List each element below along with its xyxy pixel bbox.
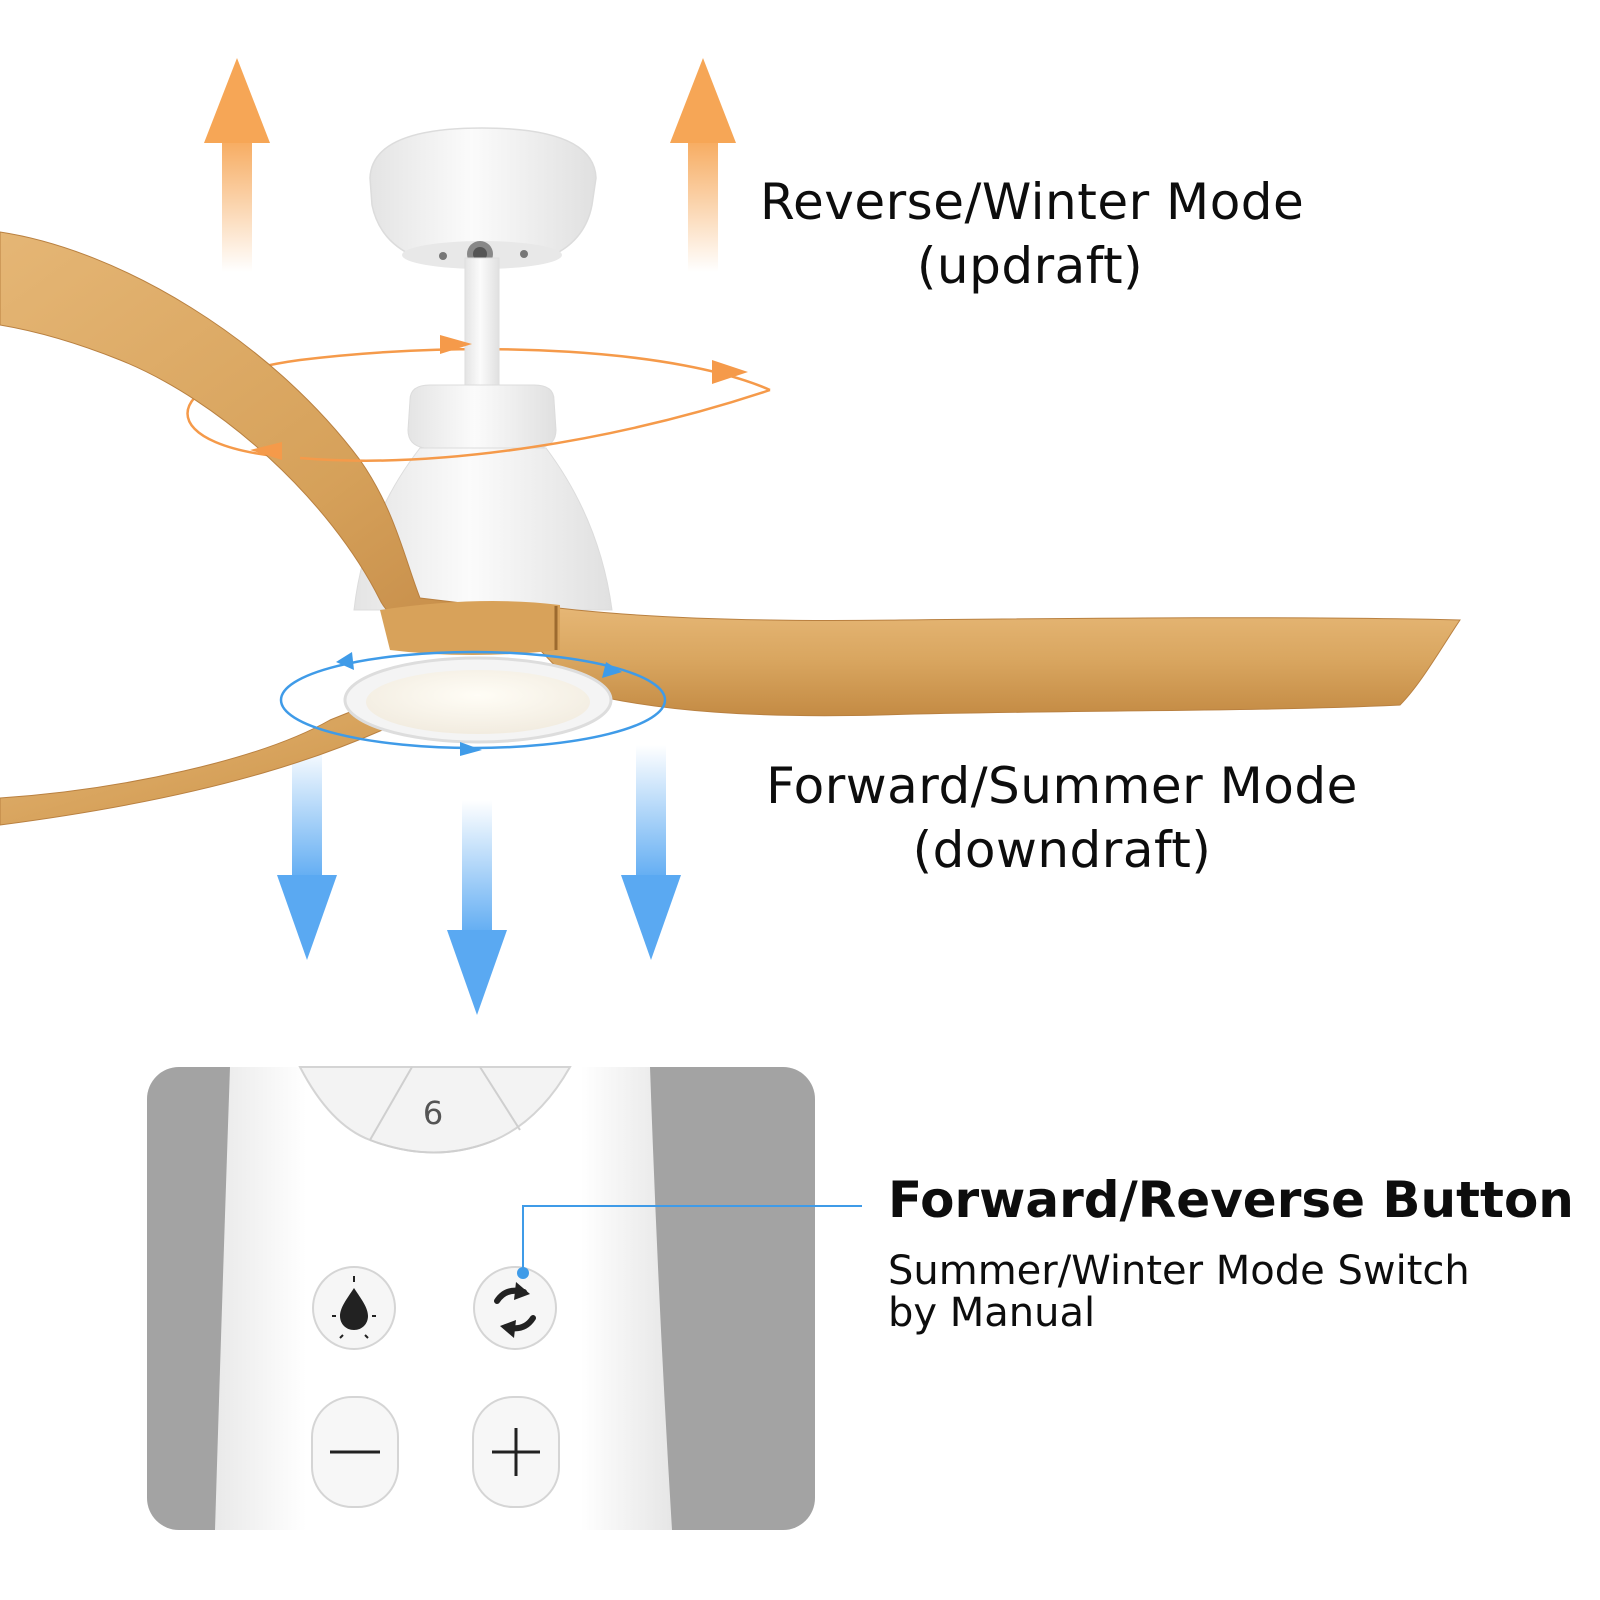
- forward-rotation-indicator: [279, 650, 667, 756]
- reverse-mode-subtitle: (updraft): [916, 237, 1144, 295]
- light-bulb-icon: [332, 1276, 376, 1339]
- forward-mode-subtitle: (downdraft): [912, 821, 1212, 879]
- callout-title: Forward/Reverse Button: [888, 1171, 1574, 1229]
- downdraft-arrows: [277, 745, 681, 1015]
- forward-mode-title: Forward/Summer Mode: [766, 757, 1358, 815]
- reverse-rotation-path-back: [186, 347, 771, 460]
- remote-plus-button[interactable]: [472, 1396, 560, 1508]
- reverse-arrows-icon: [494, 1282, 536, 1338]
- updraft-arrow-left: [204, 58, 270, 272]
- callout-description-line-1: Summer/Winter Mode Switch: [888, 1248, 1470, 1294]
- plus-icon: [492, 1428, 540, 1476]
- fan-downrod: [464, 257, 500, 394]
- callout-leader-line: [517, 1205, 862, 1279]
- fan-led-light: [343, 656, 613, 744]
- reverse-rotation-indicator: [250, 335, 771, 462]
- downdraft-arrow-right: [621, 745, 681, 960]
- updraft-arrows: [204, 58, 736, 272]
- remote-speed-dial: [298, 1066, 572, 1154]
- fan-blade-hub: [380, 601, 560, 655]
- updraft-arrow-right: [670, 58, 736, 272]
- fan-blade-right: [519, 602, 1461, 717]
- fan-canopy: [369, 127, 597, 269]
- reverse-mode-title: Reverse/Winter Mode: [760, 173, 1305, 231]
- remote-forward-reverse-button[interactable]: [473, 1266, 557, 1350]
- speed-key-6[interactable]: 6: [423, 1094, 443, 1132]
- remote-minus-button[interactable]: [311, 1396, 399, 1508]
- forward-reverse-callout: Forward/Reverse Button Summer/Winter Mod…: [888, 1168, 1588, 1334]
- downdraft-arrow-left: [277, 745, 337, 960]
- downdraft-arrow-center: [447, 800, 507, 1015]
- reverse-mode-label: Reverse/Winter Mode (updraft): [760, 170, 1305, 298]
- fan-blade-left-lower: [0, 699, 401, 826]
- callout-description: Summer/Winter Mode Switch by Manual: [888, 1250, 1588, 1334]
- remote-light-button[interactable]: [312, 1266, 396, 1350]
- forward-mode-label: Forward/Summer Mode (downdraft): [762, 754, 1362, 882]
- fan-motor-housing: [353, 384, 613, 611]
- callout-description-line-2: by Manual: [888, 1290, 1096, 1336]
